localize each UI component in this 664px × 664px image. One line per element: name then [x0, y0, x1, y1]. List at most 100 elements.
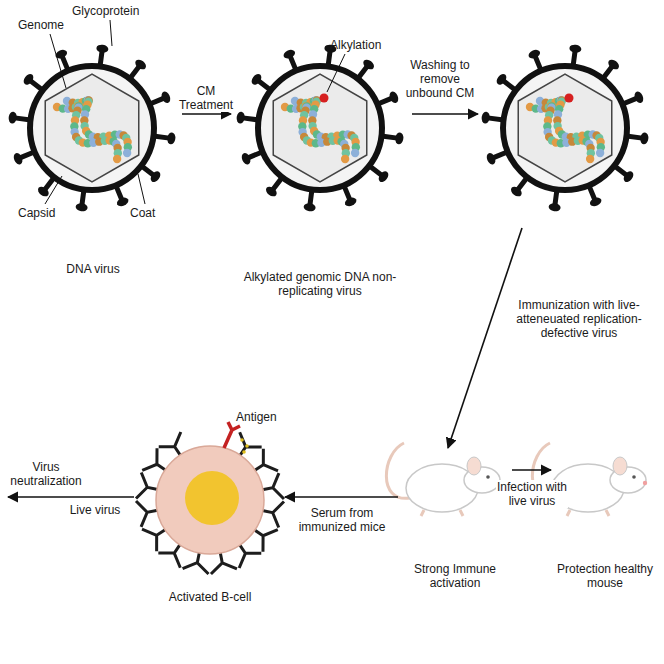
mouse-eye: [632, 475, 636, 479]
glycoprotein-knob: [240, 152, 252, 166]
antibody: [158, 543, 181, 568]
part-label: Capsid: [18, 206, 78, 220]
virus-illustration: [481, 44, 649, 212]
antibody: [239, 432, 262, 457]
virus-capsid: [518, 74, 612, 182]
node-caption: Activated B-cell: [137, 590, 283, 604]
glycoprotein-knob: [606, 58, 620, 72]
virus-coat: [258, 66, 382, 190]
edge-label: Infection with live virus: [496, 480, 568, 508]
genome-bead: [351, 149, 359, 157]
part-label: Live virus: [62, 503, 128, 517]
flow-arrow: [412, 113, 478, 115]
mouse-nose: [643, 481, 647, 485]
b-cell-nucleus: [185, 471, 239, 525]
glycoprotein-knob: [481, 111, 490, 124]
virus-illustration: [236, 44, 404, 212]
virus-coat: [30, 66, 154, 190]
node-caption: DNA virus: [6, 262, 180, 276]
part-label: Virus neutralization: [4, 460, 88, 488]
antibody: [142, 448, 167, 471]
glycoprotein-knob: [116, 196, 130, 208]
glycoprotein-knob: [485, 152, 497, 166]
genome-bead: [596, 149, 604, 157]
glycoprotein-knob: [22, 72, 36, 86]
genome-bead: [123, 149, 131, 157]
glycoprotein-knob: [495, 72, 509, 86]
glycoprotein-knob: [361, 58, 375, 72]
node-caption: Alkylated genomic DNA non-replicating vi…: [233, 270, 407, 298]
leader-line: [138, 174, 145, 204]
glycoprotein-knob: [395, 132, 404, 145]
antigen-particle: [242, 450, 246, 454]
mouse-feet: [421, 510, 463, 516]
flow-arrow: [285, 496, 398, 498]
mouse-ear: [613, 457, 627, 475]
glycoprotein-knob: [589, 196, 603, 208]
virus-capsid: [273, 74, 367, 182]
illustrated-node: DNA virus: [6, 42, 180, 280]
flow-arrow: [512, 469, 551, 471]
part-label: Coat: [130, 206, 180, 220]
b-cell-illustration: [136, 422, 284, 574]
node-caption: Protection healthy mouse: [553, 562, 657, 590]
antibody: [253, 529, 278, 552]
antigen-receptor: [224, 422, 240, 448]
part-label: Washing to remove unbound CM: [402, 58, 478, 100]
genome-bead: [113, 155, 121, 163]
glycoprotein-knob: [236, 111, 245, 124]
glycoprotein-knob: [8, 111, 17, 124]
glycoprotein-knob: [633, 90, 645, 104]
leader-line: [45, 176, 62, 204]
genome-bead: [586, 155, 594, 163]
glycoprotein-knob: [388, 90, 400, 104]
glycoprotein-knob: [377, 169, 391, 183]
glycoprotein-knob: [569, 44, 582, 53]
glycoprotein-knob: [282, 48, 296, 60]
glycoprotein-knob: [264, 185, 278, 199]
mouse-feet: [567, 510, 609, 516]
part-label: Alkylation: [330, 38, 410, 52]
antibody: [159, 432, 182, 457]
genome-bead: [341, 155, 349, 163]
glycoprotein-knob: [133, 58, 147, 72]
glycoprotein-knob: [303, 203, 316, 212]
leader-line: [50, 34, 66, 88]
glycoprotein-knob: [548, 203, 561, 212]
antibody: [239, 543, 262, 568]
glycoprotein-knob: [160, 90, 172, 104]
antibody: [253, 449, 278, 472]
mouse-illustration: [386, 443, 501, 516]
illustrated-node: Alkylated genomic DNA non-replicating vi…: [233, 42, 407, 302]
glycoprotein-knob: [509, 185, 523, 199]
mouse-eye: [486, 475, 490, 479]
virus-coat: [503, 66, 627, 190]
glycoprotein-knob: [149, 169, 163, 183]
antigen-particle: [240, 438, 244, 442]
illustrated-node: Strong Immune activation: [400, 452, 510, 594]
node-caption: Strong Immune activation: [400, 562, 510, 590]
virus-capsid: [45, 74, 139, 182]
flow-arrow: [182, 113, 231, 115]
part-label: Genome: [18, 18, 78, 32]
virus-illustration: [8, 44, 176, 212]
antibody: [142, 529, 167, 552]
part-label: Immunization with live-atteneuated repli…: [500, 298, 658, 340]
glycoprotein-knob: [250, 72, 264, 86]
part-label: Glycoprotein: [72, 4, 162, 18]
glycoprotein-knob: [527, 48, 541, 60]
alkylation-mark: [320, 94, 329, 103]
part-label: Antigen: [236, 410, 296, 424]
flow-arrow: [8, 496, 134, 498]
glycoprotein-knob: [640, 132, 649, 145]
flow-arrow: [448, 228, 522, 448]
glycoprotein-knob: [96, 44, 109, 53]
b-cell-membrane: [156, 446, 264, 554]
edge-label: Serum from immunized mice: [292, 506, 392, 534]
illustrated-node: Protection healthy mouse: [553, 452, 657, 594]
illustrated-node: Activated B-cell: [137, 428, 283, 608]
glycoprotein-knob: [36, 185, 50, 199]
glycoprotein-knob: [167, 132, 176, 145]
leader-line: [327, 54, 345, 92]
glycoprotein-knob: [75, 203, 88, 212]
